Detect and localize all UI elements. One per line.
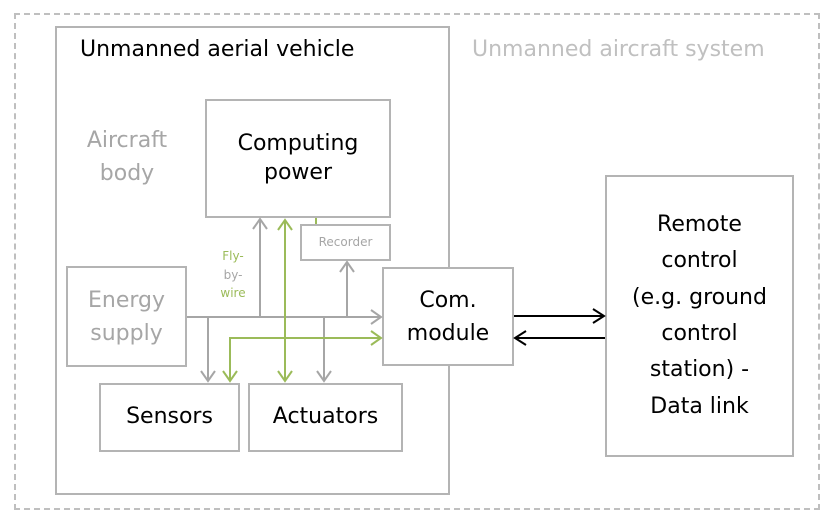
aircraft-body-label: Aircraft body [62,124,192,190]
unmanned-aircraft-system-label: Unmanned aircraft system [472,37,765,62]
com-module-label: module [406,320,490,346]
fly-by-wire-to-sensors-com-line [229,337,381,381]
actuators-label: Actuators [272,404,379,430]
com-module-label: Com. [419,287,477,313]
computing-power-label: Computing [237,130,359,156]
power-lines [187,217,383,383]
remote-control-label: control [661,321,738,346]
remote-control-label: (e.g. ground [632,284,767,310]
arrow-head-right-icon [370,309,383,325]
remote-control-label: control [661,248,738,274]
arrow-head-up-icon [277,218,293,231]
recorder-label: Recorder [318,234,373,249]
arrow-head-left-icon [513,330,527,346]
arrow-head-down-icon [277,370,293,383]
remote-control-label: station) - [649,357,750,383]
remote-control-label: Remote [657,212,742,238]
remote-control-node[interactable]: Remote control (e.g. ground control stat… [605,175,794,457]
actuators-node[interactable]: Actuators [248,383,403,452]
arrow-head-up-icon [252,217,268,230]
energy-supply-label: Energy [87,287,166,313]
aircraft-body-label-line: Aircraft [86,128,168,153]
unmanned-aerial-vehicle-label: Unmanned aerial vehicle [80,37,355,62]
data-link-lines [513,308,606,346]
computing-power-node[interactable]: Computing power [205,99,391,218]
fly-by-wire-label: Fly- by- wire [212,247,254,303]
fly-by-wire-label-part: wire [220,286,246,301]
fly-by-wire-lines [222,218,383,383]
fly-by-wire-label-part: Fly- [222,249,244,263]
sensors-label: Sensors [126,404,213,430]
arrow-head-down-icon [316,370,332,383]
computing-power-label: power [264,159,332,185]
remote-control-label: Data link [650,393,749,419]
arrow-head-down-icon [222,370,238,383]
energy-supply-node[interactable]: Energy supply [66,266,187,367]
fly-by-wire-label-part: by- [223,267,243,282]
energy-supply-label: supply [90,320,163,346]
arrow-head-right-icon [592,308,606,324]
aircraft-body-label-line: body [99,161,155,186]
recorder-node[interactable]: Recorder [300,224,391,261]
arrow-head-right-icon [370,330,383,346]
unmanned-aircraft-system-boundary [14,13,820,510]
arrow-head-down-icon [200,370,216,383]
sensors-node[interactable]: Sensors [99,383,240,452]
com-module-node[interactable]: Com. module [382,267,514,366]
arrow-head-up-icon [339,260,355,273]
